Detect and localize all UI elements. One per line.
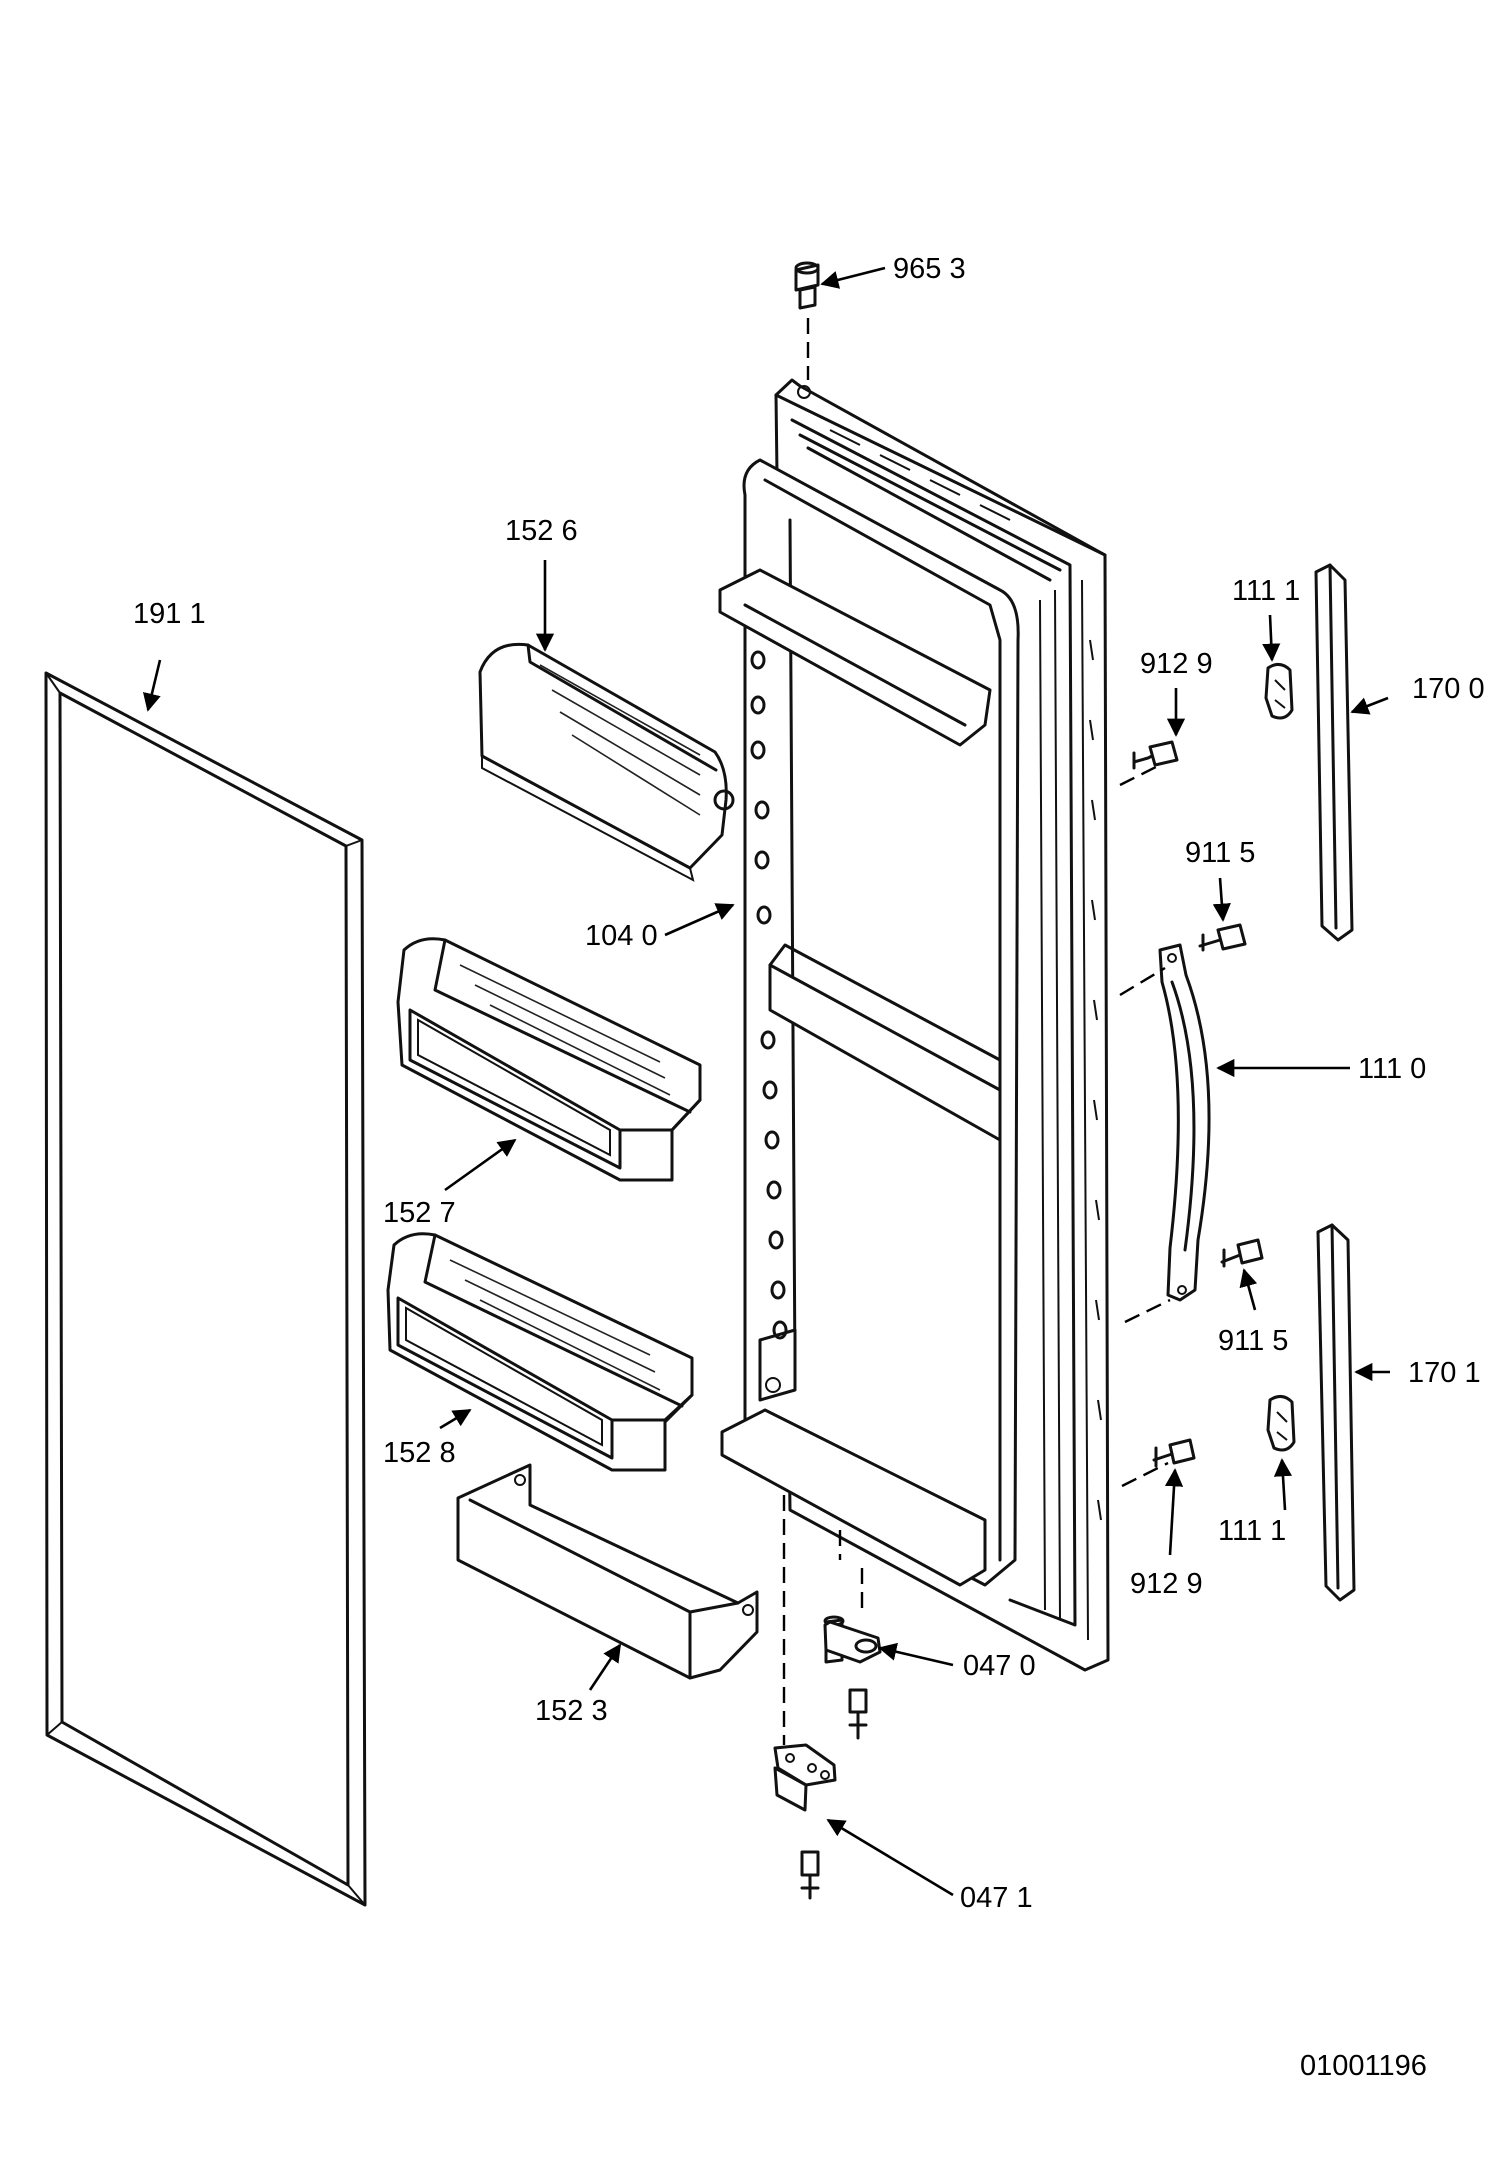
shelf-support-holes (750, 650, 788, 1340)
hinge-bracket-047-0 (823, 1615, 882, 1664)
screw-912-9-bottom (1152, 1438, 1196, 1468)
screw-911-5-bottom (1220, 1238, 1264, 1268)
door-bushing (794, 261, 820, 310)
label-911-5-bottom: 911 5 (1218, 1325, 1288, 1357)
label-152-7: 152 7 (383, 1197, 456, 1229)
label-111-1-bottom: 111 1 (1218, 1515, 1286, 1547)
label-047-0: 047 0 (963, 1650, 1036, 1682)
door-bin-upper (396, 937, 702, 1182)
door-panel-assembly (718, 378, 1110, 1672)
label-104-0: 104 0 (585, 920, 658, 952)
label-152-3: 152 3 (535, 1695, 608, 1727)
label-152-8: 152 8 (383, 1437, 456, 1469)
label-047-1: 047 1 (960, 1882, 1033, 1914)
door-handle (1158, 943, 1211, 1302)
door-trim-lower (1316, 1223, 1356, 1602)
hinge-screw-lower (800, 1850, 820, 1900)
label-111-1-top: 111 1 (1232, 575, 1300, 607)
label-965-3: 965 3 (893, 253, 966, 285)
leader-lines (142, 266, 1390, 1897)
label-170-1: 170 1 (1408, 1357, 1481, 1389)
hinge-screw-upper (848, 1688, 868, 1740)
document-number: 01001196 (1300, 2050, 1427, 2082)
label-912-9-top: 912 9 (1140, 648, 1213, 680)
dairy-compartment-door (478, 642, 735, 882)
bottom-door-shelf (456, 1463, 759, 1680)
clip-111-1-bottom (1266, 1395, 1296, 1452)
screw-911-5-top (1198, 923, 1247, 952)
screw-912-9-top (1132, 740, 1179, 770)
door-gasket (44, 671, 367, 1907)
door-bin-lower (386, 1232, 694, 1472)
label-912-9-bottom: 912 9 (1130, 1568, 1203, 1600)
clip-111-1-top (1264, 663, 1294, 720)
label-152-6: 152 6 (505, 515, 578, 547)
label-911-5-top: 911 5 (1185, 837, 1255, 869)
label-170-0: 170 0 (1412, 673, 1485, 705)
door-trim-upper (1314, 563, 1354, 942)
label-191-1: 191 1 (133, 598, 206, 630)
label-111-0: 111 0 (1358, 1053, 1426, 1085)
bottom-hinge-047-1 (773, 1743, 837, 1812)
